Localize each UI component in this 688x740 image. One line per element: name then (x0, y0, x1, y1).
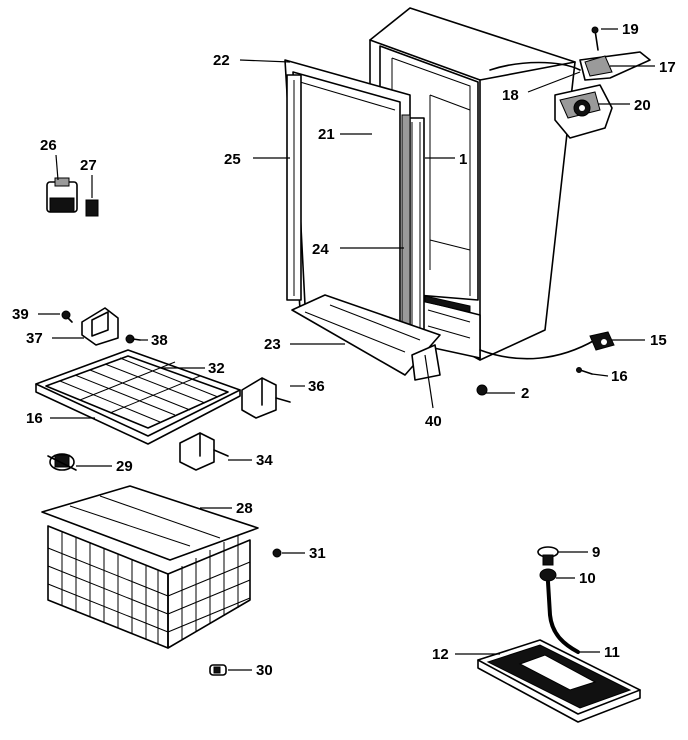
screw-part-16-right (576, 367, 593, 375)
drain-tube (479, 339, 596, 360)
callout-37: 37 (26, 330, 43, 347)
callout-22: 22 (213, 52, 230, 69)
callout-25: 25 (224, 151, 241, 168)
screw-part-38 (125, 334, 141, 344)
callout-30: 30 (256, 662, 273, 679)
callout-20: 20 (634, 97, 651, 114)
callout-27: 27 (80, 157, 97, 174)
thermostat-knob-part-20 (554, 84, 613, 139)
callout-17: 17 (659, 59, 676, 76)
callout-28: 28 (236, 500, 253, 517)
callout-26: 26 (40, 137, 57, 154)
callout-36: 36 (308, 378, 325, 395)
door-gasket-assembly (284, 59, 411, 356)
clip-part-15 (589, 331, 615, 351)
drain-cap-part-9 (537, 546, 559, 566)
clip-part-31 (272, 548, 282, 558)
callout-32: 32 (208, 360, 225, 377)
callout-11: 11 (604, 644, 620, 661)
callout-2: 2 (521, 385, 529, 402)
callout-34: 34 (256, 452, 273, 469)
callout-24: 24 (312, 241, 329, 258)
switch-part-26 (46, 177, 78, 213)
callout-18: 18 (502, 87, 519, 104)
callout-12: 12 (432, 646, 449, 663)
callout-labels: 22 21 25 1 24 23 40 2 19 17 18 20 15 16 … (12, 21, 676, 679)
callout-21: 21 (318, 126, 335, 143)
leader-lines (38, 28, 655, 671)
callout-15: 15 (650, 332, 667, 349)
drain-fitting-part-10 (539, 568, 557, 582)
callout-19: 19 (622, 21, 639, 38)
callout-39: 39 (12, 306, 29, 323)
drain-pan-part-12 (477, 639, 641, 723)
screw-part-39 (61, 310, 73, 323)
callout-1: 1 (459, 151, 467, 168)
shelf-support-part-34 (179, 432, 229, 471)
shelf-part-32 (35, 349, 241, 445)
callout-16-right: 16 (611, 368, 628, 385)
callout-10: 10 (579, 570, 596, 587)
shelf-support-part-36 (241, 377, 291, 419)
callout-40: 40 (425, 413, 442, 430)
button-part-27 (85, 199, 99, 217)
callout-16-left: 16 (26, 410, 43, 427)
callout-31: 31 (309, 545, 326, 562)
foot-part-2 (476, 384, 488, 396)
callout-29: 29 (116, 458, 133, 475)
callout-9: 9 (592, 544, 600, 561)
callout-38: 38 (151, 332, 168, 349)
bracket-part-37 (81, 307, 119, 346)
plug-part-30 (209, 664, 227, 676)
wire-basket-part-28 (41, 485, 259, 649)
bottom-trim-part-23 (291, 294, 441, 376)
roller-part-29 (47, 453, 77, 471)
drain-hose-part-11 (546, 580, 580, 654)
callout-23: 23 (264, 336, 281, 353)
